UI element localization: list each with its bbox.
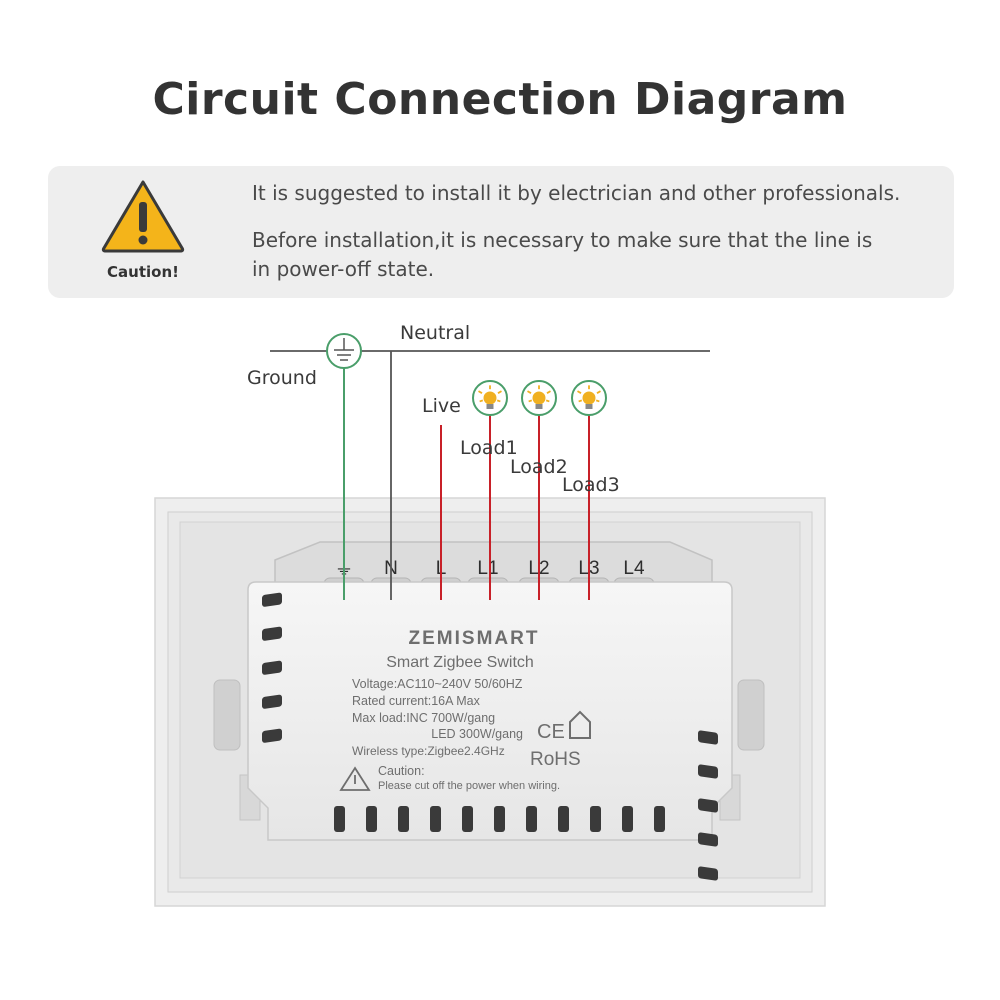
vent-slot xyxy=(698,730,718,745)
load-label: Load1 xyxy=(460,437,518,459)
vent-slot xyxy=(262,728,282,743)
ce-mark: CE xyxy=(537,721,565,743)
rohs-mark: RoHS xyxy=(530,749,581,770)
neutral-label: Neutral xyxy=(400,322,470,344)
live-label: Live xyxy=(422,395,461,417)
spec-led-load: LED 300W/gang xyxy=(431,727,523,741)
load-2: Load2 xyxy=(510,380,568,600)
load-label: Load3 xyxy=(562,474,620,496)
plate-caution-title: Caution: xyxy=(378,764,425,778)
vent-slot xyxy=(262,592,282,607)
vent-slot xyxy=(558,806,569,832)
spec-max-load: Max load:INC 700W/gang xyxy=(352,711,495,725)
vent-slot xyxy=(698,798,718,813)
caution-panel: Caution! It is suggested to install it b… xyxy=(48,166,954,298)
terminal-label: L4 xyxy=(623,558,645,579)
terminal-label: L1 xyxy=(477,558,498,579)
vent-slot xyxy=(462,806,473,832)
vent-slot xyxy=(698,832,718,847)
plate-caution-text: Please cut off the power when wiring. xyxy=(378,780,560,792)
vent-slot xyxy=(698,764,718,779)
ground-label: Ground xyxy=(247,367,317,389)
spec-voltage: Voltage:AC110~240V 50/60HZ xyxy=(352,677,523,691)
vent-slot xyxy=(262,694,282,709)
caution-note-power-off: Before installation,it is necessary to m… xyxy=(252,228,873,281)
load-1: Load1 xyxy=(460,380,518,600)
load-label: Load2 xyxy=(510,456,568,478)
load-3: Load3 xyxy=(562,380,620,600)
switch-module: ZEMISMART Smart Zigbee Switch Voltage:AC… xyxy=(247,581,733,881)
spec-wireless: Wireless type:Zigbee2.4GHz xyxy=(352,744,505,758)
vent-slot xyxy=(698,866,718,881)
caution-label: Caution! xyxy=(107,263,179,281)
vent-slot xyxy=(494,806,505,832)
plate-warning-icon xyxy=(339,766,371,791)
light-bulb-icon xyxy=(521,380,557,416)
light-bulb-icon xyxy=(472,380,508,416)
brand-logo: ZEMISMART xyxy=(409,628,540,649)
spec-current: Rated current:16A Max xyxy=(352,694,481,708)
vent-slot xyxy=(398,806,409,832)
caution-note-professional: It is suggested to install it by electri… xyxy=(252,181,901,205)
light-bulb-icon xyxy=(571,380,607,416)
vent-slot xyxy=(622,806,633,832)
vent-slot xyxy=(590,806,601,832)
page-title: Circuit Connection Diagram xyxy=(152,74,848,125)
vent-slot xyxy=(334,806,345,832)
product-name: Smart Zigbee Switch xyxy=(386,654,534,671)
vent-slot xyxy=(366,806,377,832)
vent-slot xyxy=(526,806,537,832)
vent-slot xyxy=(262,660,282,675)
warning-triangle-icon xyxy=(101,180,185,253)
vent-slot xyxy=(430,806,441,832)
vent-slot xyxy=(262,626,282,641)
house-icon xyxy=(569,710,591,739)
ground-symbol-icon xyxy=(326,333,362,369)
vent-slot xyxy=(654,806,665,832)
